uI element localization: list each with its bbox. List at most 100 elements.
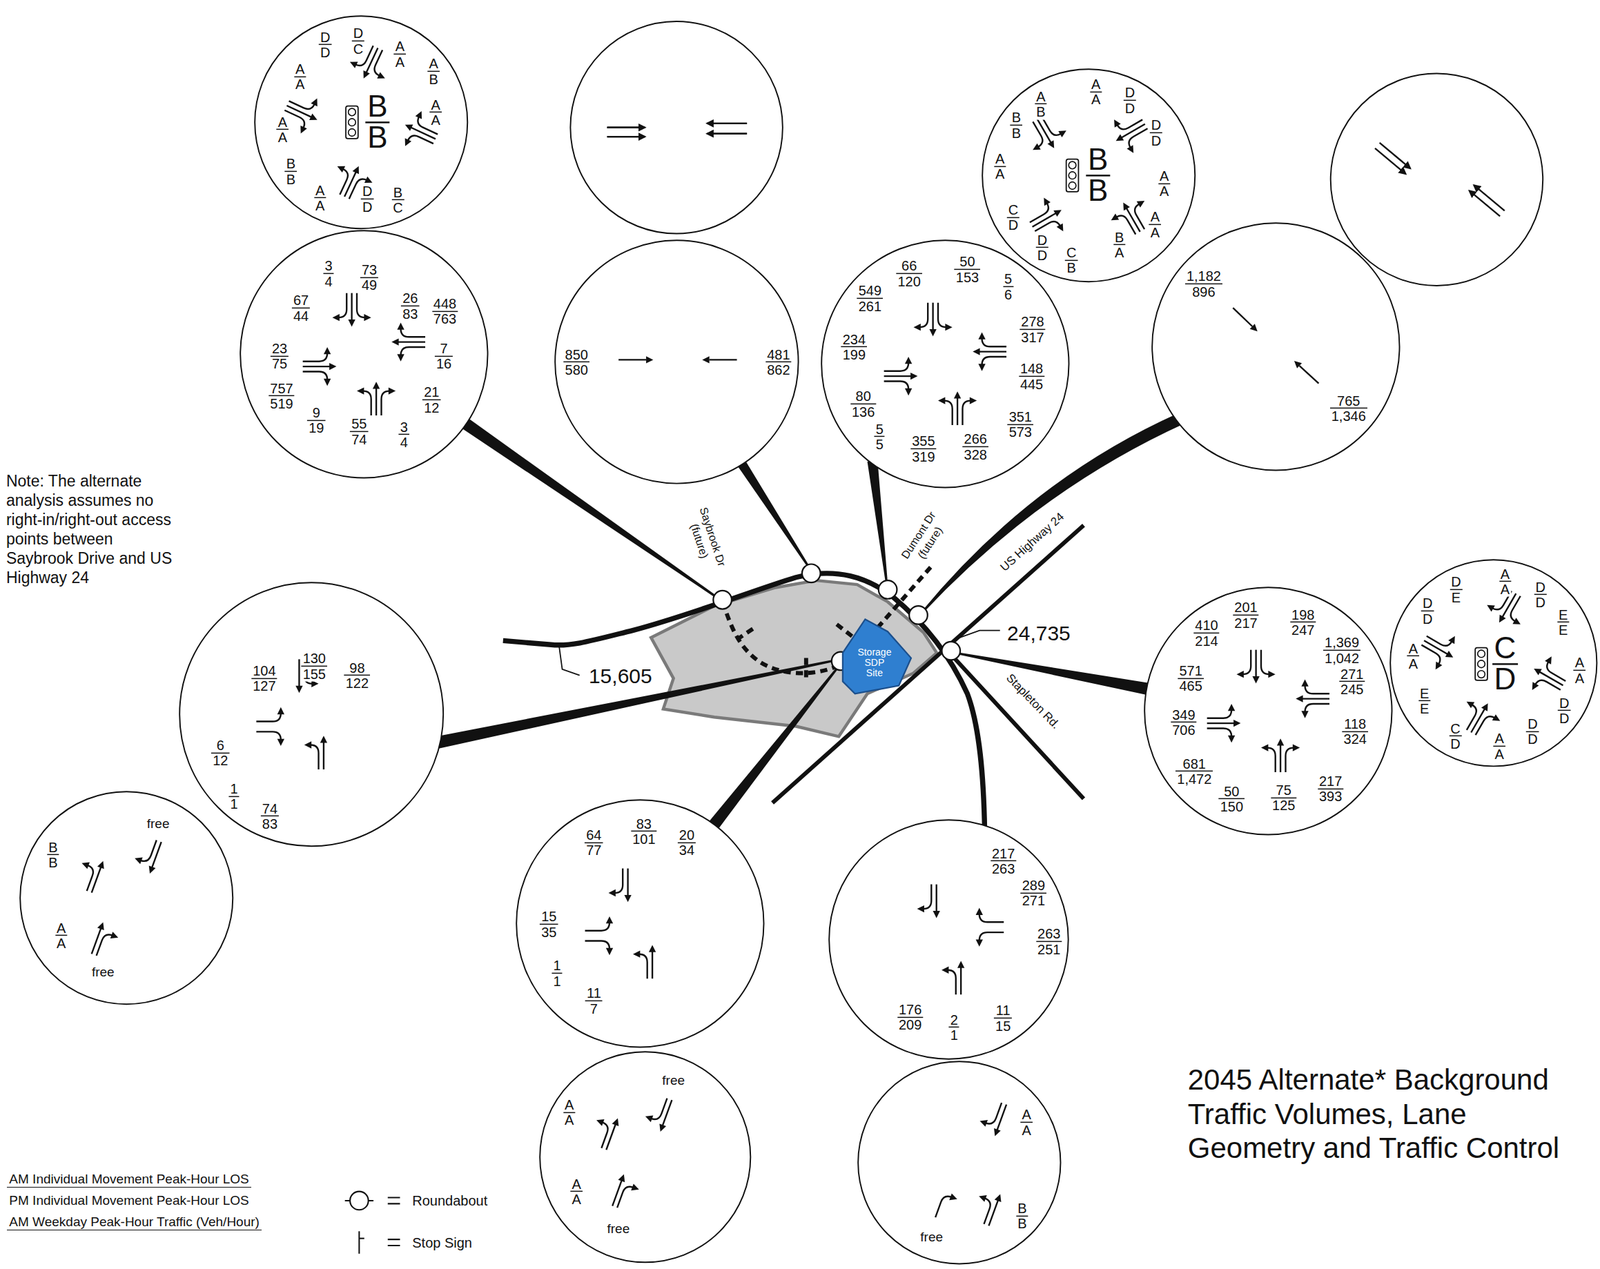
traffic-volume: 67 44: [291, 292, 310, 324]
leader-line: [559, 646, 580, 676]
los-grade: A A: [430, 96, 442, 128]
traffic-volume: 850 580: [563, 346, 590, 378]
traffic-volume: 234 199: [841, 331, 867, 363]
movement-arrow: [303, 347, 337, 386]
movement-arrow: [632, 944, 656, 979]
traffic-volume: 266 328: [962, 431, 989, 463]
los-grade: free: [660, 1073, 687, 1088]
los-grade: A A: [1089, 76, 1102, 108]
traffic-volume: 50 153: [954, 254, 981, 286]
site-label: Storage SDP Site: [857, 647, 892, 679]
lane-circle: [570, 21, 783, 234]
intersection-circle: B BfreeA Afree: [19, 791, 234, 1006]
circle-outline: [857, 1060, 1062, 1266]
movement-arrow: [1236, 650, 1276, 685]
los-grade: A A: [1158, 168, 1170, 200]
traffic-volume: 15 35: [539, 909, 558, 941]
traffic-volume: 1,369 1,042: [1323, 635, 1361, 667]
through-arrow: [701, 356, 737, 364]
traffic-volume: 9 19: [307, 405, 326, 437]
traffic-volume: 26 83: [401, 290, 419, 322]
intersection-circle: D DD CA AA BA AA AA AB BB BA AD DB C: [254, 15, 468, 230]
movement-arrow: [883, 356, 918, 396]
movement-arrow: [976, 908, 1005, 948]
traffic-volume: 681 1,472: [1175, 755, 1213, 787]
traffic-volume: 289 271: [1020, 877, 1047, 910]
movement-arrow: [392, 322, 426, 362]
movement-arrow: [131, 835, 165, 875]
road-name: Stapleton Rd.: [1001, 670, 1065, 735]
los-grade: A A: [1149, 209, 1162, 241]
los-grade: free: [90, 964, 116, 980]
movement-arrow: [917, 884, 941, 919]
intersection-circle: 64 7783 10120 3415 351 111 7: [515, 799, 765, 1049]
intersection-circle: 217 263289 271263 251176 2092 111 15: [828, 819, 1070, 1061]
los-grade: D D: [1421, 595, 1434, 627]
lane-circle: [1330, 73, 1543, 286]
movement-arrow: [641, 1093, 676, 1133]
traffic-volume: 55 74: [349, 416, 368, 448]
traffic-volume: 410 214: [1193, 617, 1219, 649]
movement-arrow: [332, 292, 372, 327]
los-grade: B B: [1016, 1201, 1028, 1233]
movement-arrow: [972, 332, 1007, 372]
movement-arrow: [73, 854, 107, 894]
los-grade: D D: [1533, 579, 1547, 611]
traffic-volume: 349 706: [1170, 706, 1197, 738]
los-grade: C B: [1065, 245, 1078, 277]
los-grade: free: [918, 1230, 945, 1246]
traffic-volume: 355 319: [910, 433, 936, 465]
los-grade: D D: [318, 28, 332, 61]
leader-wedge: [706, 665, 840, 832]
traffic-volume: 5 6: [1002, 271, 1014, 303]
los-grade: E E: [1557, 606, 1569, 638]
through-arrow: [1232, 307, 1257, 332]
leader-wedge: [435, 659, 838, 749]
movement-arrow: [1295, 679, 1330, 719]
road-name: Saybrook Dr (future): [680, 494, 733, 583]
movement-arrow: [970, 1187, 1004, 1228]
traffic-volume: 481 862: [765, 346, 792, 378]
traffic-volume: 217 393: [1317, 773, 1344, 805]
los-grade: D D: [1123, 84, 1137, 116]
circle-outline: [539, 1051, 751, 1264]
traffic-volume: 11 15: [993, 1002, 1012, 1034]
leader-wedge: [730, 450, 812, 570]
los-grade: A A: [55, 920, 67, 952]
traffic-volume: 50 150: [1218, 783, 1245, 815]
los-grade: D C: [352, 25, 365, 57]
daily-traffic-count: 15,605: [586, 664, 655, 690]
traffic-volume: 765 1,346: [1330, 392, 1368, 424]
los-grade: free: [145, 817, 172, 832]
traffic-volume: 64 77: [584, 827, 603, 859]
intersection-circle: A AD DD ED DE EA AC DA AE ED DD DC DA A: [1389, 559, 1598, 768]
road-name: Dumont Dr (future): [893, 500, 956, 577]
intersection-circle: 104 127130 15598 1226 121 174 83: [178, 581, 444, 847]
movement-arrow: [587, 1111, 621, 1151]
traffic-volume: 104 127: [251, 663, 277, 695]
traffic-signal: [345, 106, 359, 139]
los-grade: A A: [570, 1176, 583, 1208]
traffic-volume: 278 317: [1019, 314, 1046, 346]
daily-traffic-count: 24,735: [1005, 621, 1073, 647]
movement-arrow: [938, 392, 977, 426]
diagram-title: 2045 Alternate* Background Traffic Volum…: [1187, 1062, 1596, 1166]
intersection-los: B B: [1085, 144, 1110, 207]
road-name: US Highway 24: [996, 509, 1069, 578]
legend-text: Stop Sign: [412, 1234, 473, 1251]
movement-arrow: [1261, 738, 1300, 773]
leader-wedge: [867, 460, 889, 584]
traffic-volume: 757 519: [268, 380, 295, 412]
movement-arrow: [608, 868, 631, 903]
los-grade: A A: [563, 1097, 575, 1129]
los-grade: A A: [1020, 1107, 1033, 1139]
traffic-volume: 83 101: [630, 815, 657, 847]
los-grade: A A: [1573, 655, 1586, 687]
los-grade: B A: [1113, 229, 1126, 261]
los-grade: A A: [1407, 640, 1420, 672]
traffic-volume: 3 4: [323, 258, 334, 290]
traffic-volume: 66 120: [895, 258, 922, 290]
traffic-volume: 549 261: [857, 283, 883, 315]
traffic-volume: 11 7: [585, 985, 603, 1017]
traffic-volume: 351 573: [1007, 409, 1034, 441]
